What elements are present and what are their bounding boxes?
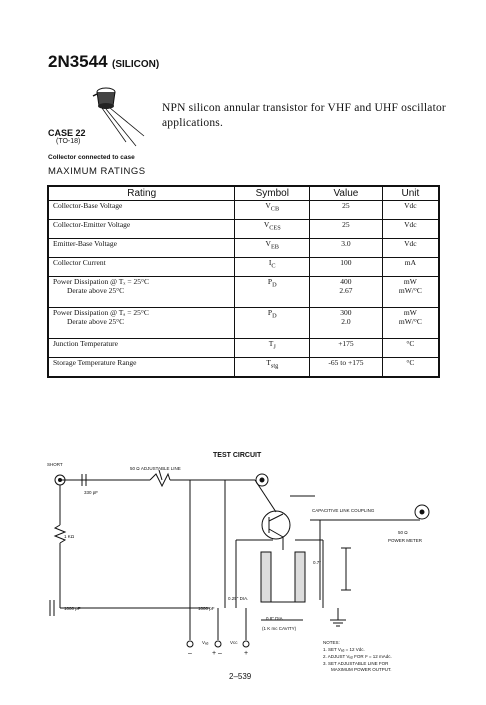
- label-vcc: Vcc: [230, 640, 238, 645]
- value-cell: -65 to +175: [328, 358, 364, 367]
- unit-cell: Vdc: [404, 220, 417, 229]
- table-row: Collector-Emitter Voltage VCES 25 Vdc: [47, 219, 440, 239]
- rating-cell: Collector Current: [53, 258, 106, 267]
- maximum-ratings-table: Rating Symbol Value Unit Collector-Base …: [47, 185, 440, 378]
- unit-cell-derate: mW/°C: [398, 286, 422, 295]
- page-number: 2–539: [229, 672, 252, 681]
- symbol-subscript: EB: [270, 243, 279, 251]
- device-description: NPN silicon annular transistor for VHF a…: [162, 102, 446, 129]
- circuit-title: TEST CIRCUIT: [213, 452, 262, 459]
- rating-cell: Collector-Emitter Voltage: [53, 220, 131, 229]
- unit-cell: °C: [406, 339, 415, 348]
- label-50ohm: 50 Ω: [398, 530, 408, 535]
- header-unit: Unit: [381, 185, 440, 201]
- unit-cell: mA: [404, 258, 416, 267]
- symbol-subscript: J: [273, 343, 276, 351]
- table-row: Emitter-Base Voltage VEB 3.0 Vdc: [47, 238, 440, 258]
- unit-cell: Vdc: [404, 201, 417, 210]
- rating-cell-derate: Derate above 25°C: [67, 286, 125, 295]
- unit-cell: mW: [403, 277, 417, 286]
- rating-cell: Storage Temperature Range: [53, 358, 137, 367]
- case-package: (TO-18): [56, 138, 81, 145]
- symbol-subscript: D: [272, 312, 277, 320]
- symbol-cell: V: [263, 220, 270, 229]
- symbol-subscript: CB: [270, 205, 280, 213]
- table-row: Collector-Base Voltage VCB 25 Vdc: [47, 200, 440, 220]
- symbol-cell: T: [266, 358, 271, 367]
- table-row: Collector Current IC 100 mA: [47, 257, 440, 277]
- header-symbol: Symbol: [234, 185, 311, 201]
- value-cell: 25: [342, 201, 350, 210]
- symbol-cell: V: [265, 239, 271, 248]
- value-cell: 25: [342, 220, 350, 229]
- label-veb: Vₑᵦ: [202, 640, 209, 645]
- rating-cell: Emitter-Base Voltage: [53, 239, 117, 248]
- symbol-subscript: C: [271, 262, 276, 270]
- test-circuit-schematic: [49, 469, 430, 648]
- value-cell: 100: [340, 258, 352, 267]
- note-3: 3. SET ADJUSTABLE LINE FOR: [323, 661, 389, 666]
- label-1000pf-right: 1000 pF: [198, 606, 215, 611]
- symbol-cell: P: [267, 308, 273, 317]
- header-rating: Rating: [47, 185, 236, 201]
- label-adjustable-line: 50 Ω ADJUSTABLE LINE: [130, 466, 181, 471]
- note-3-cont: MAXIMUM POWER OUTPUT.: [331, 667, 392, 672]
- case-name: CASE 22: [48, 128, 86, 138]
- value-cell-derate: 2.67: [339, 286, 353, 295]
- symbol-cell: P: [267, 277, 273, 286]
- unit-cell: mW: [403, 308, 417, 317]
- value-cell: 400: [340, 277, 352, 286]
- header-value: Value: [309, 185, 383, 201]
- label-330pf: 330 pF: [84, 490, 99, 495]
- rating-cell: Junction Temperature: [53, 339, 118, 348]
- label-cavity: (1 K mc CAVITY): [262, 626, 297, 631]
- unit-cell-derate: mW/°C: [398, 317, 422, 326]
- label-08-dia: 0.8" DIA.: [266, 616, 284, 621]
- symbol-subscript: stg: [270, 362, 279, 370]
- label-1000pf-left: 1000 pF: [64, 606, 81, 611]
- label-1k-resistor: 1 KΩ: [64, 534, 75, 539]
- value-cell: 300: [340, 308, 352, 317]
- label-plus-minus: + –: [212, 650, 222, 657]
- rating-cell-derate: Derate above 25°C: [67, 317, 125, 326]
- rating-cell: Power Dissipation @ Tₓ = 25°C: [53, 277, 149, 286]
- table-row: Storage Temperature Range Tstg -65 to +1…: [47, 357, 440, 377]
- value-cell: 3.0: [341, 239, 351, 248]
- part-number: 2N3544: [48, 52, 108, 71]
- label-025-dia: 0.25" DIA.: [228, 596, 249, 601]
- symbol-cell: T: [268, 339, 274, 348]
- section-title: MAXIMUM RATINGS: [48, 166, 146, 177]
- label-short: SHORT: [47, 462, 63, 467]
- rating-cell: Power Dissipation @ Tₐ = 25°C: [53, 308, 149, 317]
- notes-title: NOTES:: [323, 640, 340, 645]
- part-material: (SILICON): [112, 59, 160, 70]
- transistor-package-illustration: [92, 87, 145, 147]
- label-minus: –: [188, 650, 192, 657]
- part-title: 2N3544 (SILICON): [48, 52, 159, 72]
- rating-cell: Collector-Base Voltage: [53, 201, 123, 210]
- table-header-row: Rating Symbol Value Unit: [47, 185, 440, 201]
- symbol-cell: I: [268, 258, 272, 267]
- note-2: 2. ADJUST Vₑᵦ FOR Iᶜ = 12 mAdc.: [323, 654, 392, 659]
- value-cell: +175: [338, 339, 354, 348]
- symbol-subscript: CES: [269, 224, 281, 232]
- symbol-cell: V: [265, 201, 271, 210]
- label-plus: +: [244, 650, 249, 657]
- unit-cell: °C: [406, 358, 415, 367]
- label-07-dim: 0.7": [313, 560, 321, 565]
- table-row: Junction Temperature TJ +175 °C: [47, 338, 440, 358]
- collector-note: Collector connected to case: [48, 154, 135, 161]
- note-1: 1. SET Vₑᵦ = 12 Vdc.: [323, 647, 365, 652]
- label-power-meter: POWER METER: [388, 538, 423, 543]
- symbol-subscript: D: [272, 281, 277, 289]
- unit-cell: Vdc: [404, 239, 417, 248]
- label-capacitive-link: CAPACITIVE LINK COUPLING: [312, 508, 375, 513]
- value-cell-derate: 2.0: [341, 317, 351, 326]
